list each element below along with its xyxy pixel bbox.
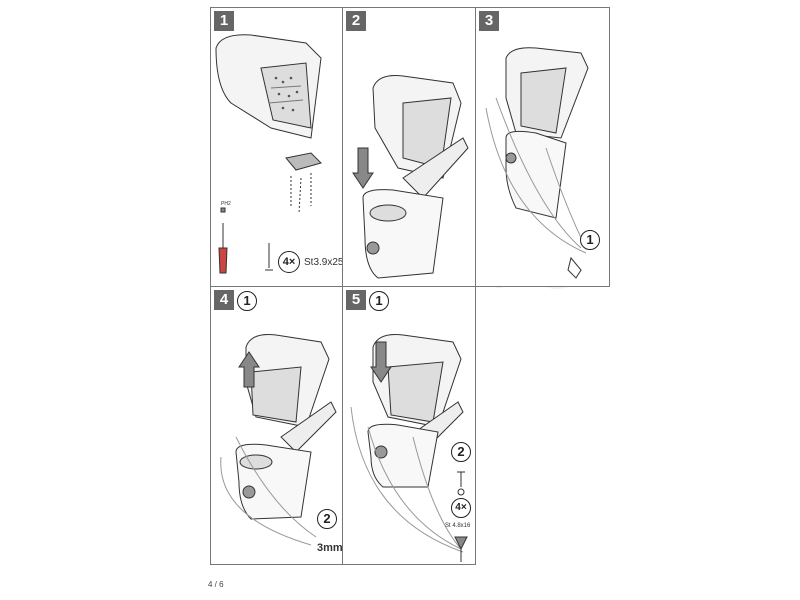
bit-label: PH2: [221, 201, 231, 207]
step-3-panel: 3 1: [475, 7, 610, 287]
screw-spec-label: St3.9x25: [304, 257, 344, 268]
armrest-mount-illustration: [352, 75, 469, 279]
step-5-panel: 5 1 2 4× St 4.8x16: [342, 286, 476, 565]
step-number: 1: [214, 11, 234, 31]
step-1-panel: 1 4× St3.9x25 PH2: [210, 7, 343, 287]
step-number: 2: [346, 11, 366, 31]
step-number: 4: [214, 290, 234, 310]
quantity-badge: 4×: [451, 498, 471, 518]
screw-spec-label: St 4.8x16: [445, 523, 471, 529]
step-number: 3: [479, 11, 499, 31]
sub-step-badge-2: 2: [451, 442, 471, 462]
quantity-badge: 4×: [278, 251, 300, 273]
sub-step-badge-2: 2: [317, 509, 337, 529]
armrest-lift-illustration: [220, 334, 337, 546]
step-4-panel: 4 1 2 3mm: [210, 286, 343, 565]
armrest-fix-illustration: [350, 334, 468, 562]
step-number: 5: [346, 290, 366, 310]
page-number: 4 / 6: [208, 580, 224, 589]
armrest-top-screw-illustration: [215, 34, 322, 274]
step-2-panel: 2: [342, 7, 476, 287]
sub-step-badge: 1: [369, 291, 389, 311]
gap-label: 3mm: [317, 542, 343, 554]
sub-step-badge: 1: [580, 230, 600, 250]
sub-step-badge: 1: [237, 291, 257, 311]
